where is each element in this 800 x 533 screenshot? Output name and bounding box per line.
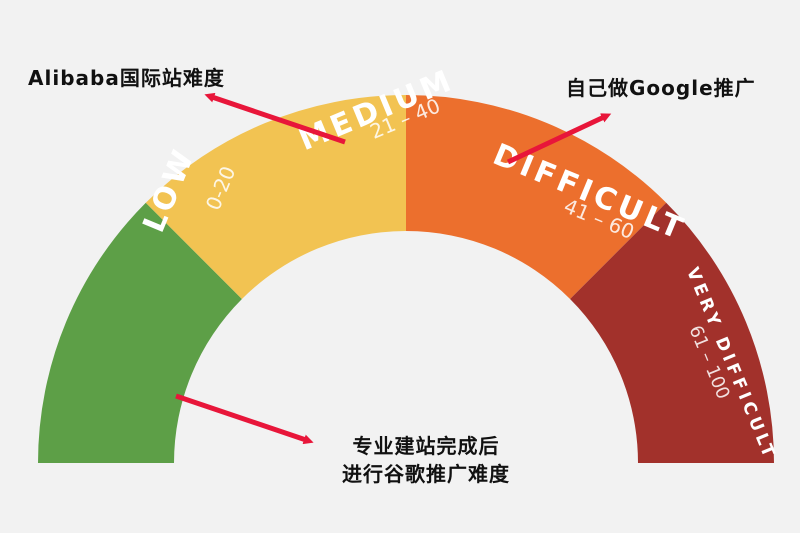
segment-low bbox=[38, 202, 242, 463]
annotation-alibaba: Alibaba国际站难度 bbox=[28, 66, 225, 90]
arrow-alibaba bbox=[204, 92, 346, 145]
arrow-post-build bbox=[175, 393, 314, 445]
annotation-post-line1: 专业建站完成后 bbox=[352, 434, 500, 458]
segment-medium bbox=[145, 95, 406, 299]
segment-very-difficult bbox=[570, 202, 774, 463]
arrow-google bbox=[506, 113, 612, 165]
annotation-post-line2: 进行谷歌推广难度 bbox=[342, 462, 510, 486]
annotation-google: 自己做Google推广 bbox=[566, 76, 756, 100]
annotation-post-build: 专业建站完成后 进行谷歌推广难度 bbox=[342, 432, 510, 488]
segment-difficult bbox=[406, 95, 667, 299]
